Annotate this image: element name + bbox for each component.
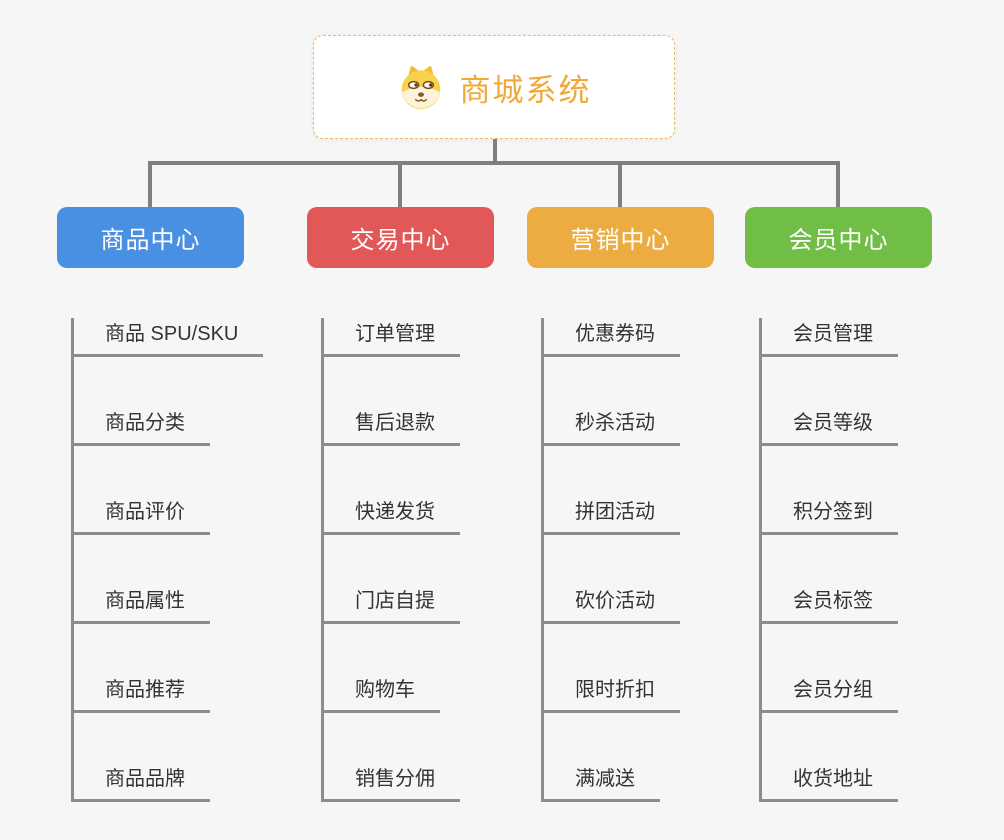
- connector-drop-product: [148, 161, 152, 207]
- child-node[interactable]: 商品评价: [74, 496, 210, 535]
- child-node[interactable]: 会员管理: [762, 318, 898, 357]
- child-node[interactable]: 商品推荐: [74, 674, 210, 713]
- child-node[interactable]: 销售分佣: [324, 763, 460, 802]
- root-node[interactable]: 商城系统: [313, 35, 675, 139]
- child-node[interactable]: 优惠券码: [544, 318, 680, 357]
- child-node[interactable]: 会员分组: [762, 674, 898, 713]
- child-node[interactable]: 积分签到: [762, 496, 898, 535]
- branch-children-trade: 订单管理 售后退款 快递发货 门店自提 购物车 销售分佣: [321, 318, 460, 802]
- child-node[interactable]: 会员等级: [762, 407, 898, 446]
- connector-drop-trade: [398, 161, 402, 207]
- child-node[interactable]: 限时折扣: [544, 674, 680, 713]
- branch-children-marketing: 优惠券码 秒杀活动 拼团活动 砍价活动 限时折扣 满减送: [541, 318, 680, 802]
- branch-node-product[interactable]: 商品中心: [57, 207, 244, 268]
- child-node[interactable]: 满减送: [544, 763, 660, 802]
- child-node[interactable]: 拼团活动: [544, 496, 680, 535]
- child-node[interactable]: 收货地址: [762, 763, 898, 802]
- child-node[interactable]: 商品品牌: [74, 763, 210, 802]
- child-node[interactable]: 秒杀活动: [544, 407, 680, 446]
- child-node[interactable]: 订单管理: [324, 318, 460, 357]
- branch-column-member: 会员中心 会员管理 会员等级 积分签到 会员标签 会员分组 收货地址: [745, 207, 932, 802]
- child-node[interactable]: 购物车: [324, 674, 440, 713]
- connector-drop-member: [836, 161, 840, 207]
- child-node[interactable]: 售后退款: [324, 407, 460, 446]
- root-title: 商城系统: [459, 72, 592, 108]
- branch-node-marketing[interactable]: 营销中心: [527, 207, 714, 268]
- branch-column-marketing: 营销中心 优惠券码 秒杀活动 拼团活动 砍价活动 限时折扣 满减送: [527, 207, 714, 802]
- shiba-dog-icon: [397, 63, 445, 111]
- child-node[interactable]: 会员标签: [762, 585, 898, 624]
- branch-children-member: 会员管理 会员等级 积分签到 会员标签 会员分组 收货地址: [759, 318, 898, 802]
- branch-node-trade[interactable]: 交易中心: [307, 207, 494, 268]
- connector-root-stub: [493, 139, 497, 165]
- branch-node-member[interactable]: 会员中心: [745, 207, 932, 268]
- child-node[interactable]: 快递发货: [324, 496, 460, 535]
- child-node[interactable]: 门店自提: [324, 585, 460, 624]
- child-node[interactable]: 商品属性: [74, 585, 210, 624]
- branch-column-product: 商品中心 商品 SPU/SKU 商品分类 商品评价 商品属性 商品推荐 商品品牌: [57, 207, 264, 802]
- connector-horizontal: [148, 161, 840, 165]
- connector-drop-marketing: [618, 161, 622, 207]
- branch-column-trade: 交易中心 订单管理 售后退款 快递发货 门店自提 购物车 销售分佣: [307, 207, 494, 802]
- branch-children-product: 商品 SPU/SKU 商品分类 商品评价 商品属性 商品推荐 商品品牌: [71, 318, 264, 802]
- child-node[interactable]: 商品 SPU/SKU: [74, 318, 264, 357]
- child-node[interactable]: 商品分类: [74, 407, 210, 446]
- child-node[interactable]: 砍价活动: [544, 585, 680, 624]
